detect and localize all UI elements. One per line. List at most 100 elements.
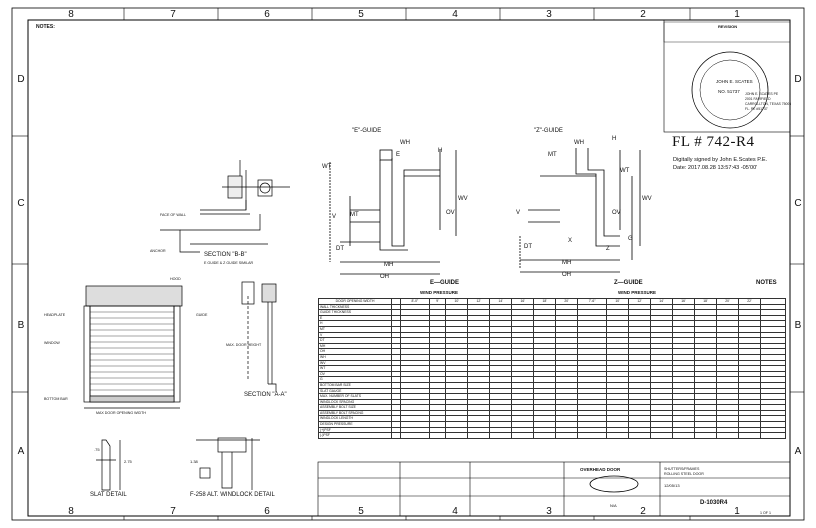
dim-z-g: G xyxy=(628,236,633,242)
table-header-row: DOOR OPENING WIDTH 8'-0" 9' 10' 12' 14' … xyxy=(318,298,786,305)
table-cell xyxy=(737,426,762,434)
table-cell xyxy=(428,381,447,389)
table-cell xyxy=(760,359,786,367)
zone-row-a: A xyxy=(17,446,25,457)
dim-e-oh: OH xyxy=(380,274,389,280)
zone-col-6: 6 xyxy=(264,9,270,20)
table-cell xyxy=(428,415,447,423)
seal-box xyxy=(663,19,791,133)
callout-window: WINDOW xyxy=(44,341,60,345)
zone-row-a-right: A xyxy=(794,446,802,457)
section-aa-label: SECTION "A-A" xyxy=(244,392,287,398)
table-cell xyxy=(555,353,579,361)
dim-z-oh: OH xyxy=(562,272,571,278)
table-e-guide-title: E—GUIDE xyxy=(430,280,460,286)
table-cell xyxy=(760,404,786,411)
table-cell xyxy=(399,432,430,439)
table-row-label: WT xyxy=(318,365,392,372)
zone-col-1: 1 xyxy=(734,9,740,20)
table-cell xyxy=(555,309,579,316)
z-guide-label: "Z"-GUIDE xyxy=(534,128,563,134)
z-guide-drawing xyxy=(519,148,641,273)
zone-row-c: C xyxy=(17,198,25,209)
table-cell xyxy=(693,432,717,439)
table-cell xyxy=(737,309,762,316)
table-cell xyxy=(737,381,762,389)
notes-header: NOTES: xyxy=(36,24,55,30)
table-row-header: DOOR OPENING WIDTH xyxy=(318,298,392,305)
engineer-line-4: FL. PE #51737 xyxy=(745,107,768,111)
table-row-label: WH xyxy=(318,353,392,361)
dim-z-wt: WT xyxy=(620,168,630,174)
table-row: ASSEMBLY BOLT SIZE xyxy=(318,404,786,411)
table-cell xyxy=(760,415,786,423)
table-cell xyxy=(533,432,557,439)
dim-e-v: V xyxy=(332,214,337,220)
zone-col-2-bottom: 2 xyxy=(640,506,646,517)
dim-e-h: H xyxy=(438,148,443,154)
company-name: OVERHEAD DOOR xyxy=(580,467,621,472)
digital-signature-line-1: Digitally signed by John E.Scates P.E. xyxy=(673,157,768,163)
engineer-line-2: 2001 FAIRFIELD xyxy=(745,97,771,101)
table-row-label: DESIGN PRESSURE xyxy=(318,421,392,428)
table-cell xyxy=(555,432,579,439)
revision-block xyxy=(663,21,791,43)
table-cell xyxy=(428,365,447,372)
table-cell xyxy=(737,353,762,361)
slat-detail-drawing xyxy=(96,439,121,491)
table-cell xyxy=(428,320,447,327)
table-cell xyxy=(555,370,579,378)
table-cell xyxy=(428,409,447,417)
table-cell xyxy=(650,432,673,439)
table-cell xyxy=(391,432,401,439)
dim-e-mt: MT xyxy=(350,212,359,218)
table-cell xyxy=(760,309,786,316)
dim-z-z: Z xyxy=(606,246,610,252)
table-row-label: SLAT GAUGE xyxy=(318,387,392,395)
table-cell xyxy=(737,398,762,406)
table-cell xyxy=(715,432,739,439)
table-cell xyxy=(760,365,786,372)
table-cell xyxy=(555,426,579,434)
table-cell xyxy=(737,415,762,423)
zone-col-3-bottom: 3 xyxy=(546,506,552,517)
table-cell xyxy=(555,314,579,322)
table-row: OH xyxy=(318,348,786,355)
table-cell xyxy=(555,331,579,339)
table-cell xyxy=(606,432,630,439)
table-cell xyxy=(428,314,447,322)
title-scale: N/A xyxy=(610,503,617,508)
table-row-label: WALL THICKNESS xyxy=(318,303,392,311)
table-cell xyxy=(760,387,786,395)
engineer-line-3: CARROLLTON, TEXAS 75006 xyxy=(745,102,792,106)
zone-col-3: 3 xyxy=(546,9,552,20)
table-cell xyxy=(577,432,608,439)
table-cell xyxy=(760,398,786,406)
dim-e-e: E xyxy=(396,152,401,158)
table-cell xyxy=(760,393,786,400)
table-cell xyxy=(428,303,447,311)
table-cell xyxy=(555,320,579,327)
z-width-7: 22' xyxy=(737,298,762,305)
dim-e-wh: WH xyxy=(400,140,410,146)
table-cell xyxy=(428,326,447,333)
dim-z-v: V xyxy=(516,210,521,216)
table-row-label: DT xyxy=(318,337,392,344)
table-cell xyxy=(555,365,579,372)
table-cell xyxy=(737,393,762,400)
zone-col-5-bottom: 5 xyxy=(358,506,364,517)
table-row-label: OH xyxy=(318,348,392,355)
table-row-label: ASSEMBLY BOLT SPACING xyxy=(318,409,392,417)
table-cell xyxy=(760,353,786,361)
table-row: DT xyxy=(318,337,786,344)
zone-row-c-right: C xyxy=(794,198,802,209)
table-cell xyxy=(737,409,762,417)
table-cell xyxy=(428,387,447,395)
outer-border xyxy=(11,7,805,521)
callout-face-of-wall: FACE OF WALL xyxy=(160,213,187,217)
table-cell xyxy=(760,303,786,311)
callout-bottom-bar: BOTTOM BAR xyxy=(44,397,68,401)
dim-z-wv: WV xyxy=(642,196,652,202)
table-cell xyxy=(737,370,762,378)
